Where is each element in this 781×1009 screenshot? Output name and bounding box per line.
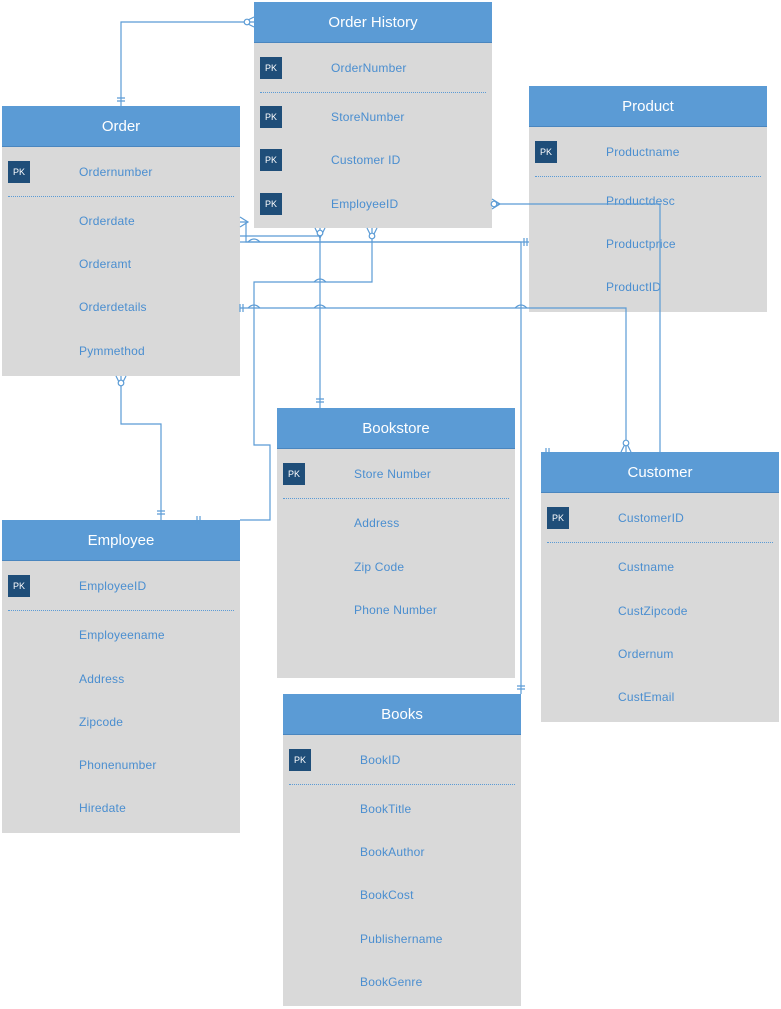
field-address: Address [79, 672, 125, 686]
pk-separator [8, 610, 234, 611]
field-phone-number: Phone Number [354, 603, 438, 617]
field-zipcode: Zipcode [79, 715, 124, 729]
crowsfoot-zero [243, 18, 251, 26]
field-store-number: Store Number [354, 467, 432, 481]
crowsfoot-zero [622, 439, 630, 447]
field-custname: Custname [618, 560, 675, 574]
entity-title: Books [283, 694, 521, 735]
pk-badge: PK [8, 575, 30, 597]
crowsfoot-one [157, 510, 165, 515]
entity-title: Order [2, 106, 240, 147]
field-customerid: CustomerID [618, 511, 685, 525]
field-employeename: Employeename [79, 628, 165, 642]
entity-title: Order History [254, 2, 492, 43]
line-hop [313, 278, 327, 283]
entity-title: Product [529, 86, 767, 127]
crowsfoot-zero-many [366, 227, 378, 240]
field-hiredate: Hiredate [79, 801, 126, 815]
crowsfoot-zero-many [314, 227, 326, 240]
crowsfoot-zero-many [239, 216, 250, 228]
pk-badge: PK [260, 106, 282, 128]
field-ordernumber: Ordernumber [79, 165, 153, 179]
entity-title: Customer [541, 452, 779, 493]
crowsfoot-zero-many [115, 375, 127, 388]
field-productid: ProductID [606, 280, 662, 294]
link-order-orderhistory [120, 21, 254, 106]
entity-bookstore[interactable]: Bookstore PK Store Number Address Zip Co… [277, 408, 515, 678]
field-publishername: Publishername [360, 932, 443, 946]
entity-product[interactable]: Product PK Productname Productdesc Produ… [529, 86, 767, 312]
pk-badge: PK [547, 507, 569, 529]
field-bookauthor: BookAuthor [360, 845, 425, 859]
pk-badge: PK [283, 463, 305, 485]
entity-books[interactable]: Books PK BookID BookTitle BookAuthor Boo… [283, 694, 521, 1006]
crowsfoot-one [316, 398, 324, 403]
field-address: Address [354, 516, 400, 530]
field-orderdetails: Orderdetails [79, 300, 147, 314]
field-storenumber: StoreNumber [331, 110, 405, 124]
field-productname: Productname [606, 145, 680, 159]
line-hop [247, 304, 261, 309]
field-employeeid: EmployeeID [331, 197, 399, 211]
field-bookid: BookID [360, 753, 401, 767]
line-hop [514, 304, 528, 309]
field-booktitle: BookTitle [360, 802, 412, 816]
entity-customer[interactable]: Customer PK CustomerID Custname CustZipc… [541, 452, 779, 722]
crowsfoot-one [517, 685, 525, 690]
pk-separator [547, 542, 773, 543]
crowsfoot-zero [368, 232, 376, 240]
entity-order-history[interactable]: Order History PK OrderNumber PK StoreNum… [254, 2, 492, 228]
field-productdesc: Productdesc [606, 194, 675, 208]
field-custemail: CustEmail [618, 690, 675, 704]
line-hop [247, 238, 261, 243]
field-employeeid: EmployeeID [79, 579, 147, 593]
line-hop [313, 304, 327, 309]
crowsfoot-one [117, 97, 125, 102]
pk-separator [260, 92, 486, 93]
pk-separator [535, 176, 761, 177]
field-ordernum: Ordernum [618, 647, 674, 661]
field-zip-code: Zip Code [354, 560, 405, 574]
field-orderdate: Orderdate [79, 214, 135, 228]
pk-badge: PK [260, 193, 282, 215]
field-bookcost: BookCost [360, 888, 414, 902]
field-bookgenre: BookGenre [360, 975, 423, 989]
pk-badge: PK [260, 57, 282, 79]
field-productprice: Productprice [606, 237, 676, 251]
pk-separator [289, 784, 515, 785]
field-pymmethod: Pymmethod [79, 344, 145, 358]
link-order-bookstore [240, 235, 321, 408]
crowsfoot-zero-many [491, 198, 502, 210]
pk-separator [283, 498, 509, 499]
field-custzipcode: CustZipcode [618, 604, 688, 618]
field-ordernumber: OrderNumber [331, 61, 407, 75]
pk-separator [8, 196, 234, 197]
crowsfoot-zero [490, 200, 498, 208]
crowsfoot-one [239, 304, 244, 312]
entity-order[interactable]: Order PK Ordernumber Orderdate Orderamt … [2, 106, 240, 376]
pk-badge: PK [535, 141, 557, 163]
link-order-employee [120, 376, 162, 520]
entity-employee[interactable]: Employee PK EmployeeID Employeename Addr… [2, 520, 240, 833]
field-phonenumber: Phonenumber [79, 758, 157, 772]
pk-badge: PK [289, 749, 311, 771]
crowsfoot-one [523, 238, 528, 246]
crowsfoot-zero [117, 379, 125, 387]
pk-badge: PK [260, 149, 282, 171]
entity-title: Employee [2, 520, 240, 561]
field-customer-id: Customer ID [331, 153, 401, 167]
crowsfoot-zero [316, 229, 324, 237]
pk-badge: PK [8, 161, 30, 183]
entity-title: Bookstore [277, 408, 515, 449]
field-orderamt: Orderamt [79, 257, 132, 271]
crowsfoot-zero-many [620, 440, 632, 453]
crowsfoot-zero-many [242, 16, 255, 28]
